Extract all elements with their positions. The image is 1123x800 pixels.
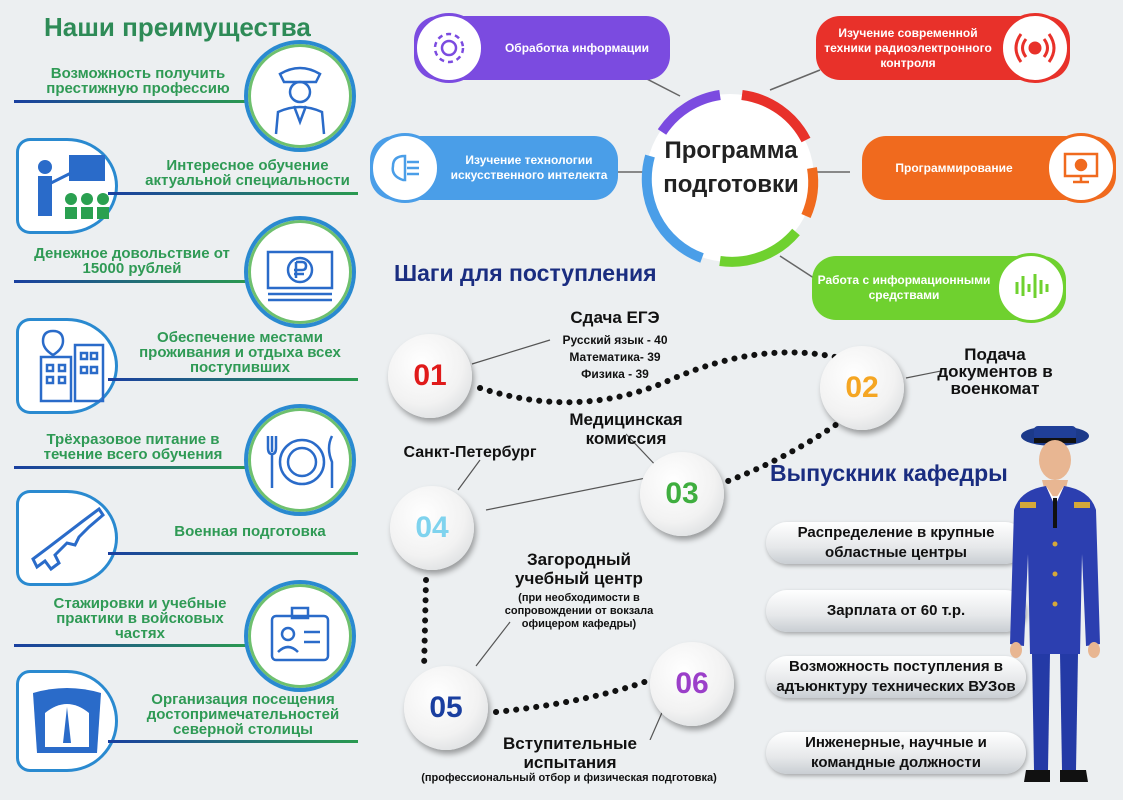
plate-cutlery-icon (244, 404, 356, 516)
step-04-number: 04 (415, 511, 449, 544)
divider-line (14, 466, 250, 469)
program-item-programming: Программирование (862, 133, 1116, 203)
program-item-info-means: Работа с информационными средствами (812, 253, 1066, 323)
program-item-ai: Изучение технологии искусственного интел… (370, 133, 618, 203)
program-title-line2: подготовки (663, 171, 799, 198)
step-06-heading: Вступительные испытания (503, 734, 637, 772)
ruble-money-icon (244, 216, 356, 328)
exam-physics: Физика - 39 (581, 367, 649, 381)
signal-bars-icon (996, 253, 1066, 323)
step-01-number: 01 (413, 359, 447, 392)
step-01-heading: Сдача ЕГЭ (570, 308, 660, 327)
rifle-icon (16, 490, 118, 586)
step-02-number: 02 (845, 371, 879, 404)
step-05-circle: 05 (404, 666, 488, 750)
exam-russian: Русский язык - 40 (562, 333, 668, 347)
graduate-title: Выпускник кафедры (770, 460, 1008, 486)
divider-line (108, 378, 358, 381)
building-icon (16, 318, 118, 414)
graduate-item-3: Возможность поступления в адъюнктуру тех… (766, 656, 1026, 698)
step-03-circle: 03 (640, 452, 724, 536)
step-02-circle: 02 (820, 346, 904, 430)
advantage-text-3: Денежное довольствие от 15000 рублей (34, 245, 230, 277)
step-04-circle: 04 (390, 486, 474, 570)
step-06-note: (профессиональный отбор и физическая под… (421, 772, 717, 784)
step-04-heading: Санкт-Петербург (403, 444, 537, 461)
graduate-item-1: Распределение в крупные областные центры (766, 522, 1026, 564)
id-badge-icon (244, 580, 356, 692)
advantages-title: Наши преимущества (44, 12, 311, 42)
step-02-heading: Подача документов в военкомат (937, 345, 1053, 398)
advantage-text-8: Организация посещения достопримечательно… (146, 691, 340, 738)
graduate-item-2: Зарплата от 60 т.р. (766, 590, 1026, 632)
step-01-details: Русский язык - 40 Математика- 39 Физика … (540, 332, 690, 383)
advantage-text-5: Трёхразовое питание в течение всего обуч… (43, 431, 223, 463)
advantage-text-6: Военная подготовка (174, 523, 326, 540)
advantage-text-7: Стажировки и учебные практики в войсковы… (53, 595, 227, 642)
advantage-text-4: Обеспечение местами проживания и отдыха … (139, 329, 341, 376)
step-03-heading: Медицинская комиссия (569, 410, 683, 448)
divider-line (108, 552, 358, 555)
officer-figure (1010, 426, 1100, 782)
program-title: Программа подготовки (654, 134, 808, 202)
exam-math: Математика- 39 (569, 350, 661, 364)
step-01-circle: 01 (388, 334, 472, 418)
divider-line (108, 740, 358, 743)
bridge-icon (16, 670, 118, 772)
presentation-icon (16, 138, 118, 234)
graduate-item-4: Инженерные, научные и командные должност… (766, 732, 1026, 774)
advantage-text-1: Возможность получить престижную професси… (46, 65, 230, 97)
gear-processing-icon (414, 13, 484, 83)
officer-icon (244, 40, 356, 152)
step-06-number: 06 (675, 667, 709, 700)
step-05-heading: Загородный учебный центр (515, 550, 643, 588)
program-title-line1: Программа (664, 137, 798, 164)
program-item-processing: Обработка информации (414, 13, 670, 83)
monitor-gear-icon (1046, 133, 1116, 203)
divider-line (14, 280, 250, 283)
divider-line (108, 192, 358, 195)
step-06-circle: 06 (650, 642, 734, 726)
steps-title: Шаги для поступления (394, 260, 657, 286)
divider-line (14, 100, 250, 103)
program-item-radio-control: Изучение современной техники радиоэлектр… (816, 13, 1070, 83)
divider-line (14, 644, 250, 647)
brain-circuit-icon (370, 133, 440, 203)
step-03-number: 03 (665, 477, 699, 510)
advantage-text-2: Интересное обучение актуальной специальн… (145, 157, 350, 189)
step-05-number: 05 (429, 691, 463, 724)
radio-signal-icon (1000, 13, 1070, 83)
step-05-note: (при необходимости в сопровождении от во… (504, 592, 654, 630)
